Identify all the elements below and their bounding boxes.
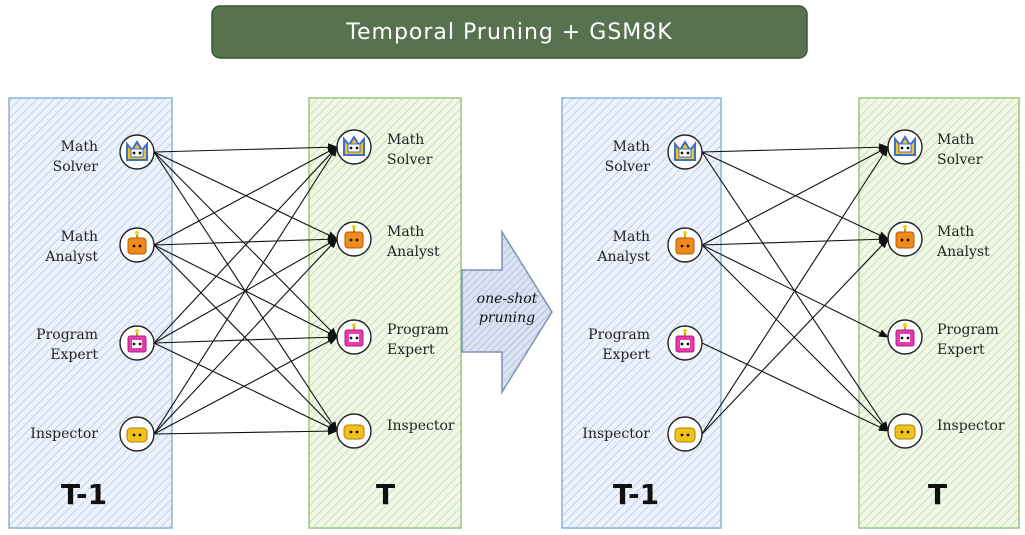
inspector-icon (126, 427, 148, 443)
label-left-curr-inspector: Inspector (387, 418, 455, 434)
math-solver-icon (343, 135, 365, 156)
time-label-left-curr: T (376, 478, 396, 511)
edge-right-math_analyst-to-inspector (701, 244, 889, 432)
arrow-label-line2: pruning (478, 310, 536, 326)
math-analyst-icon (675, 231, 695, 255)
node-left-prev-program_expert (119, 325, 155, 361)
math-solver-icon (894, 135, 916, 156)
node-right-prev-math_solver (667, 134, 703, 170)
agent-nodes (119, 129, 923, 452)
edge-left-math_analyst-to-math_analyst (153, 235, 338, 246)
panel-left-curr (308, 97, 462, 529)
node-left-prev-math_analyst (119, 227, 155, 263)
math-analyst-icon (127, 231, 147, 255)
time-label-left-prev: T-1 (61, 478, 108, 511)
math-solver-icon (126, 140, 148, 161)
diagram-title: Temporal Pruning + GSM8K (346, 19, 673, 45)
arrow-label-line1: one-shot (476, 291, 538, 307)
node-left-curr-math_solver (336, 129, 372, 165)
program-expert-icon (675, 329, 695, 353)
node-right-prev-inspector (667, 416, 703, 452)
label-left-prev-inspector: Inspector (30, 426, 98, 442)
node-right-curr-math_analyst (887, 221, 923, 257)
math-solver-icon (674, 140, 696, 161)
arrow-label: one-shot pruning (462, 290, 552, 328)
panel-right-curr (858, 97, 1020, 529)
label-right-prev-inspector: Inspector (582, 426, 650, 442)
math-analyst-icon (344, 225, 364, 249)
edge-left-program_expert-to-program_expert (153, 333, 338, 344)
node-left-curr-program_expert (336, 319, 372, 355)
edge-left-program_expert-to-math_solver (153, 146, 338, 344)
edge-right-program_expert-to-inspector (701, 342, 889, 432)
edge-right-inspector-to-math_analyst (701, 238, 889, 435)
program-expert-icon (895, 323, 915, 347)
panel-left-prev (8, 97, 173, 529)
edges-right-diagram (701, 143, 889, 435)
edge-right-math_analyst-to-math_solver (701, 146, 889, 246)
edge-right-math_analyst-to-math_analyst (701, 235, 889, 246)
panel-right-prev (561, 97, 722, 529)
node-left-prev-inspector (119, 416, 155, 452)
inspector-icon (674, 427, 696, 443)
edge-left-math_analyst-to-inspector (153, 244, 338, 432)
node-right-prev-math_analyst (667, 227, 703, 263)
edge-left-program_expert-to-inspector (153, 342, 338, 432)
edge-left-math_solver-to-math_solver (153, 143, 338, 153)
edge-right-math_solver-to-math_solver (701, 143, 889, 153)
inspector-icon (343, 424, 365, 440)
node-right-curr-program_expert (887, 319, 923, 355)
node-right-curr-math_solver (887, 129, 923, 165)
node-right-curr-inspector (887, 413, 923, 449)
title-banner (211, 5, 808, 59)
edges-left-diagram (153, 143, 338, 436)
math-analyst-icon (895, 225, 915, 249)
inspector-icon (894, 424, 916, 440)
label-right-curr-inspector: Inspector (937, 418, 1005, 434)
pruning-arrow (461, 229, 553, 395)
node-right-prev-program_expert (667, 325, 703, 361)
edge-left-inspector-to-program_expert (153, 336, 338, 435)
node-left-curr-inspector (336, 413, 372, 449)
edge-left-math_analyst-to-math_solver (153, 146, 338, 246)
node-left-prev-math_solver (119, 134, 155, 170)
program-expert-icon (344, 323, 364, 347)
edge-left-inspector-to-math_solver (153, 146, 338, 435)
edge-left-inspector-to-inspector (153, 427, 338, 436)
program-expert-icon (127, 329, 147, 353)
edge-right-inspector-to-math_solver (701, 146, 889, 435)
time-label-right-prev: T-1 (613, 478, 660, 511)
node-left-curr-math_analyst (336, 221, 372, 257)
edge-left-inspector-to-math_analyst (153, 238, 338, 435)
time-label-right-curr: T (928, 478, 948, 511)
